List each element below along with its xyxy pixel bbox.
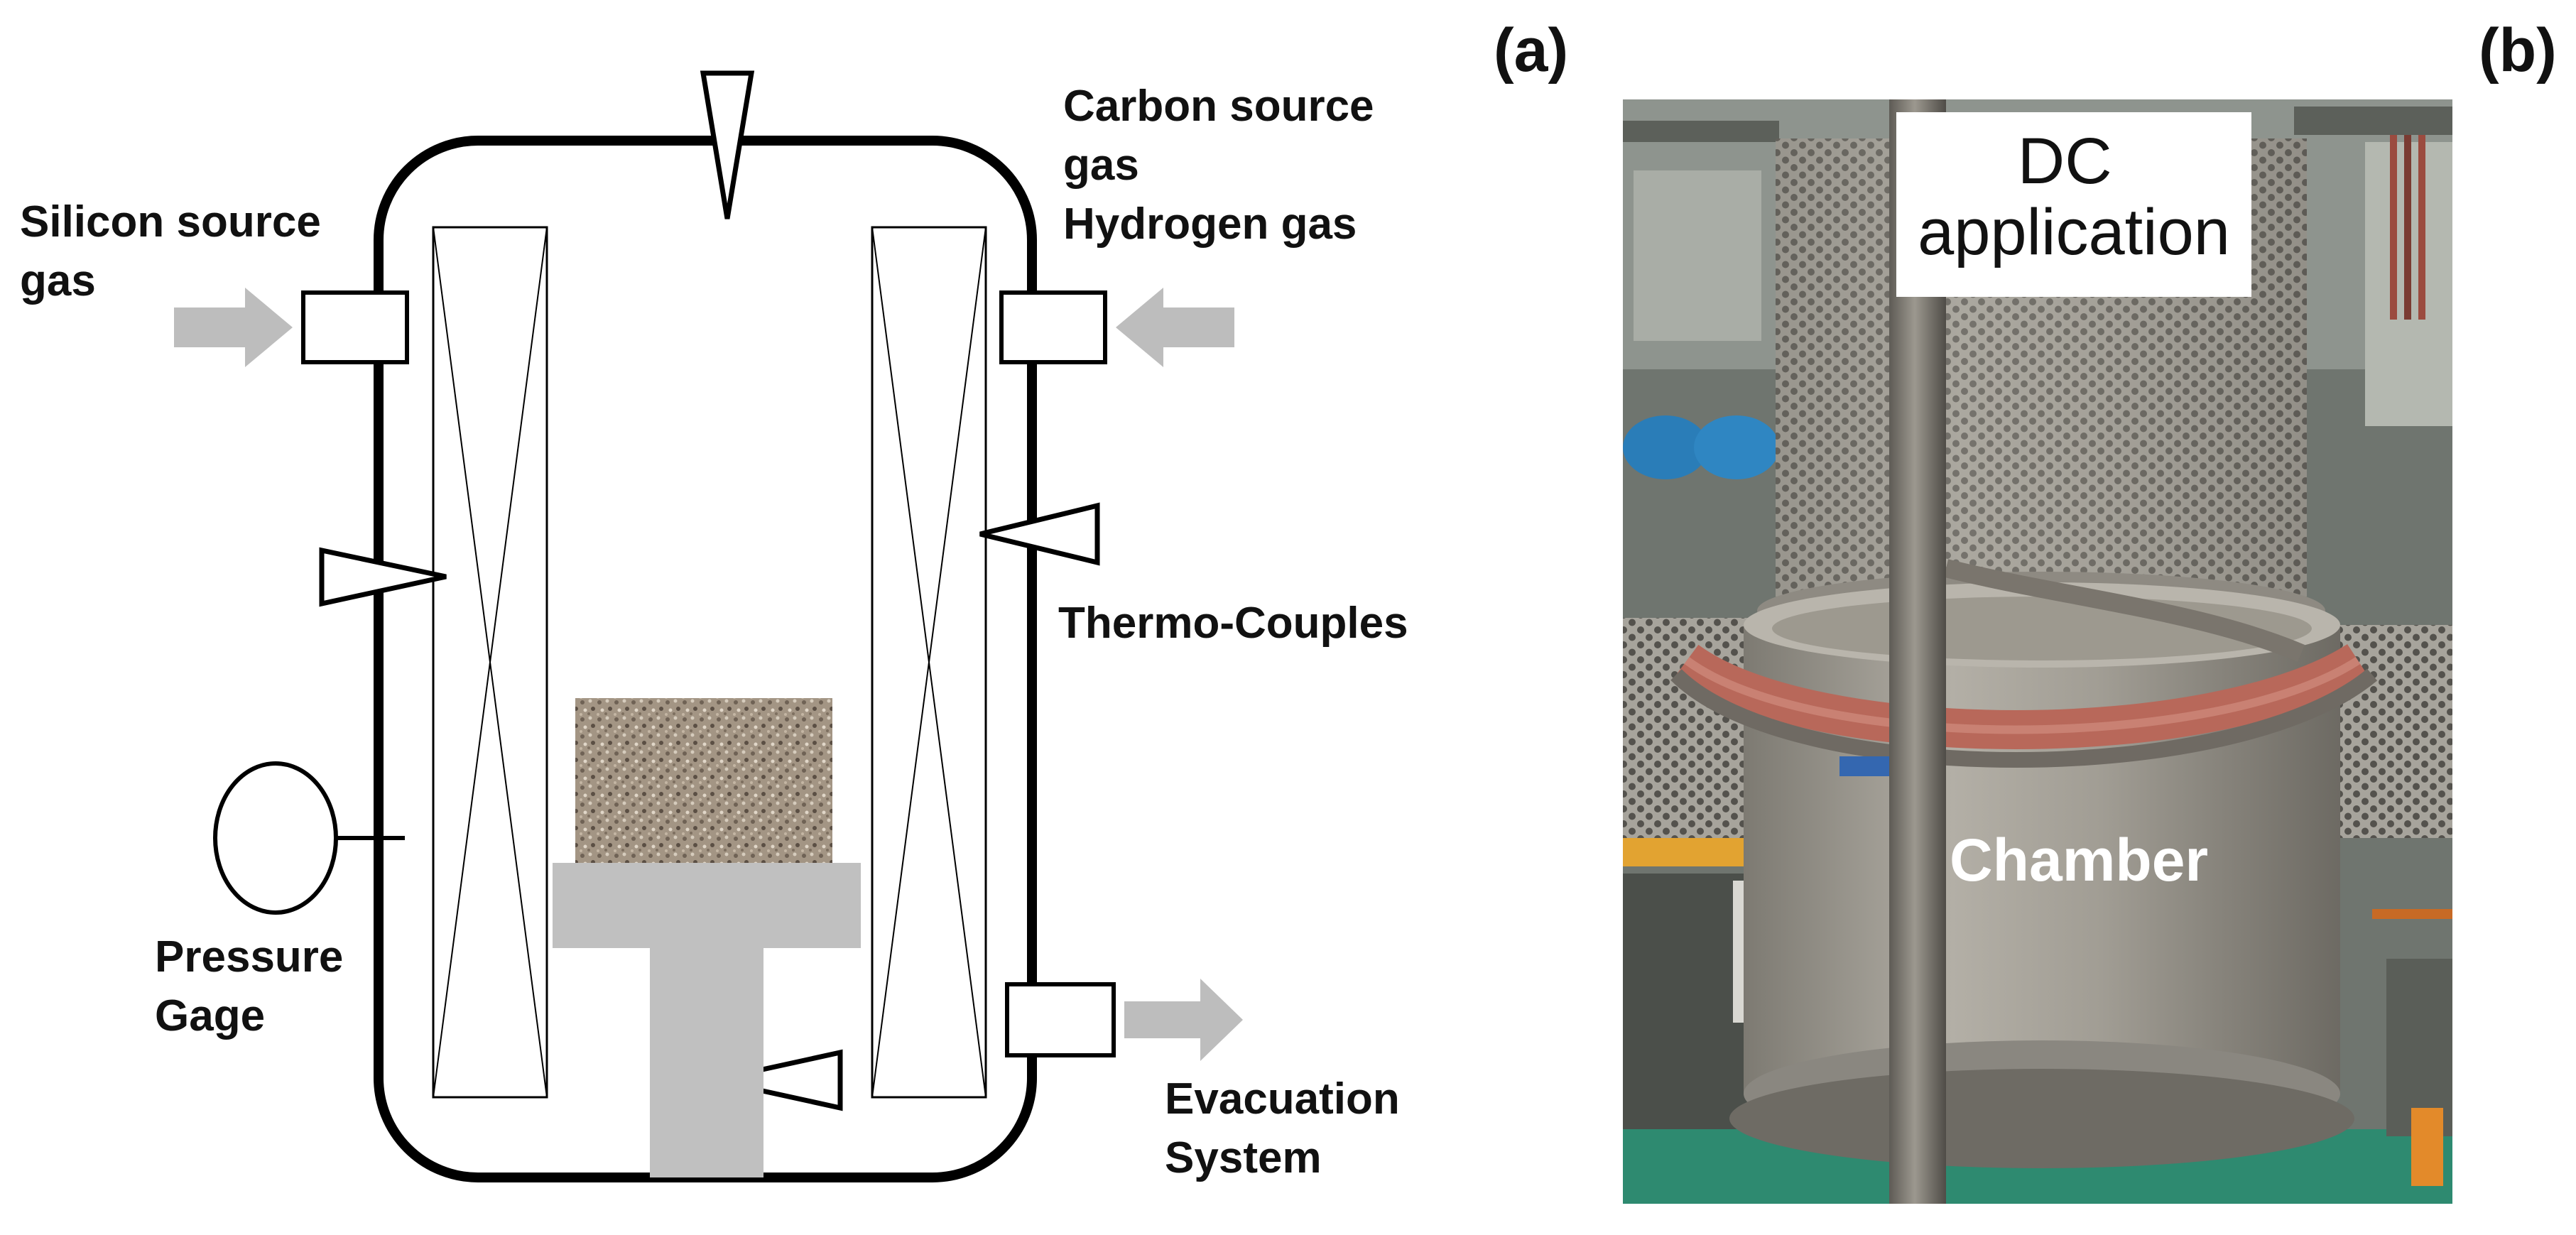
evacuation-port xyxy=(1005,982,1116,1057)
carbon-source-label: Carbon source gas Hydrogen gas xyxy=(1063,82,1386,249)
silicon-source-line-2: gas xyxy=(20,256,96,305)
thermocouple-bottom xyxy=(713,1049,843,1111)
susceptor xyxy=(553,863,861,1177)
sample xyxy=(575,698,832,863)
evacuation-arrow xyxy=(1124,979,1243,1061)
pressure-gage-label: Pressure Gage xyxy=(155,932,356,1040)
silicon-gas-port xyxy=(301,290,409,364)
photo-panel: DC application Chamber xyxy=(1623,99,2452,1204)
evacuation-line-2: System xyxy=(1165,1133,1322,1182)
pressure-gage-line-2: Gage xyxy=(155,991,265,1040)
pressure-gage xyxy=(213,761,338,915)
carbon-gas-arrow xyxy=(1116,288,1234,367)
dc-label-box xyxy=(1896,112,2251,297)
thermocouple-left xyxy=(319,547,447,607)
silicon-source-line-1: Silicon source xyxy=(20,197,321,246)
pressure-gage-line-1: Pressure xyxy=(155,932,343,981)
panel-b-tag: (b) xyxy=(2479,16,2557,85)
carbon-source-line-3: Hydrogen gas xyxy=(1063,200,1357,249)
evacuation-line-1: Evacuation xyxy=(1165,1074,1400,1124)
dc-label: DC application xyxy=(1918,125,2230,268)
heater-left xyxy=(432,226,548,1099)
carbon-source-line-1: Carbon source xyxy=(1063,82,1374,131)
heater-right xyxy=(871,226,987,1099)
silicon-gas-arrow xyxy=(174,288,293,367)
silicon-source-label: Silicon source gas xyxy=(20,197,333,305)
dc-label-line-2: application xyxy=(1918,196,2230,268)
thermocouple-right xyxy=(979,502,1100,566)
thermocouples-label: Thermo-Couples xyxy=(1058,599,1408,648)
evacuation-label: Evacuation System xyxy=(1165,1074,1412,1182)
carbon-source-line-2: gas xyxy=(1063,141,1139,190)
carbon-gas-port xyxy=(999,290,1107,364)
thermocouple-top xyxy=(700,70,755,219)
schematic-panel: Silicon source gas Carbon source gas Hyd… xyxy=(20,70,1412,1182)
dc-label-line-1: DC xyxy=(2018,125,2112,197)
panel-a-tag: (a) xyxy=(1494,16,1568,85)
chamber-label: Chamber xyxy=(1950,827,2208,893)
